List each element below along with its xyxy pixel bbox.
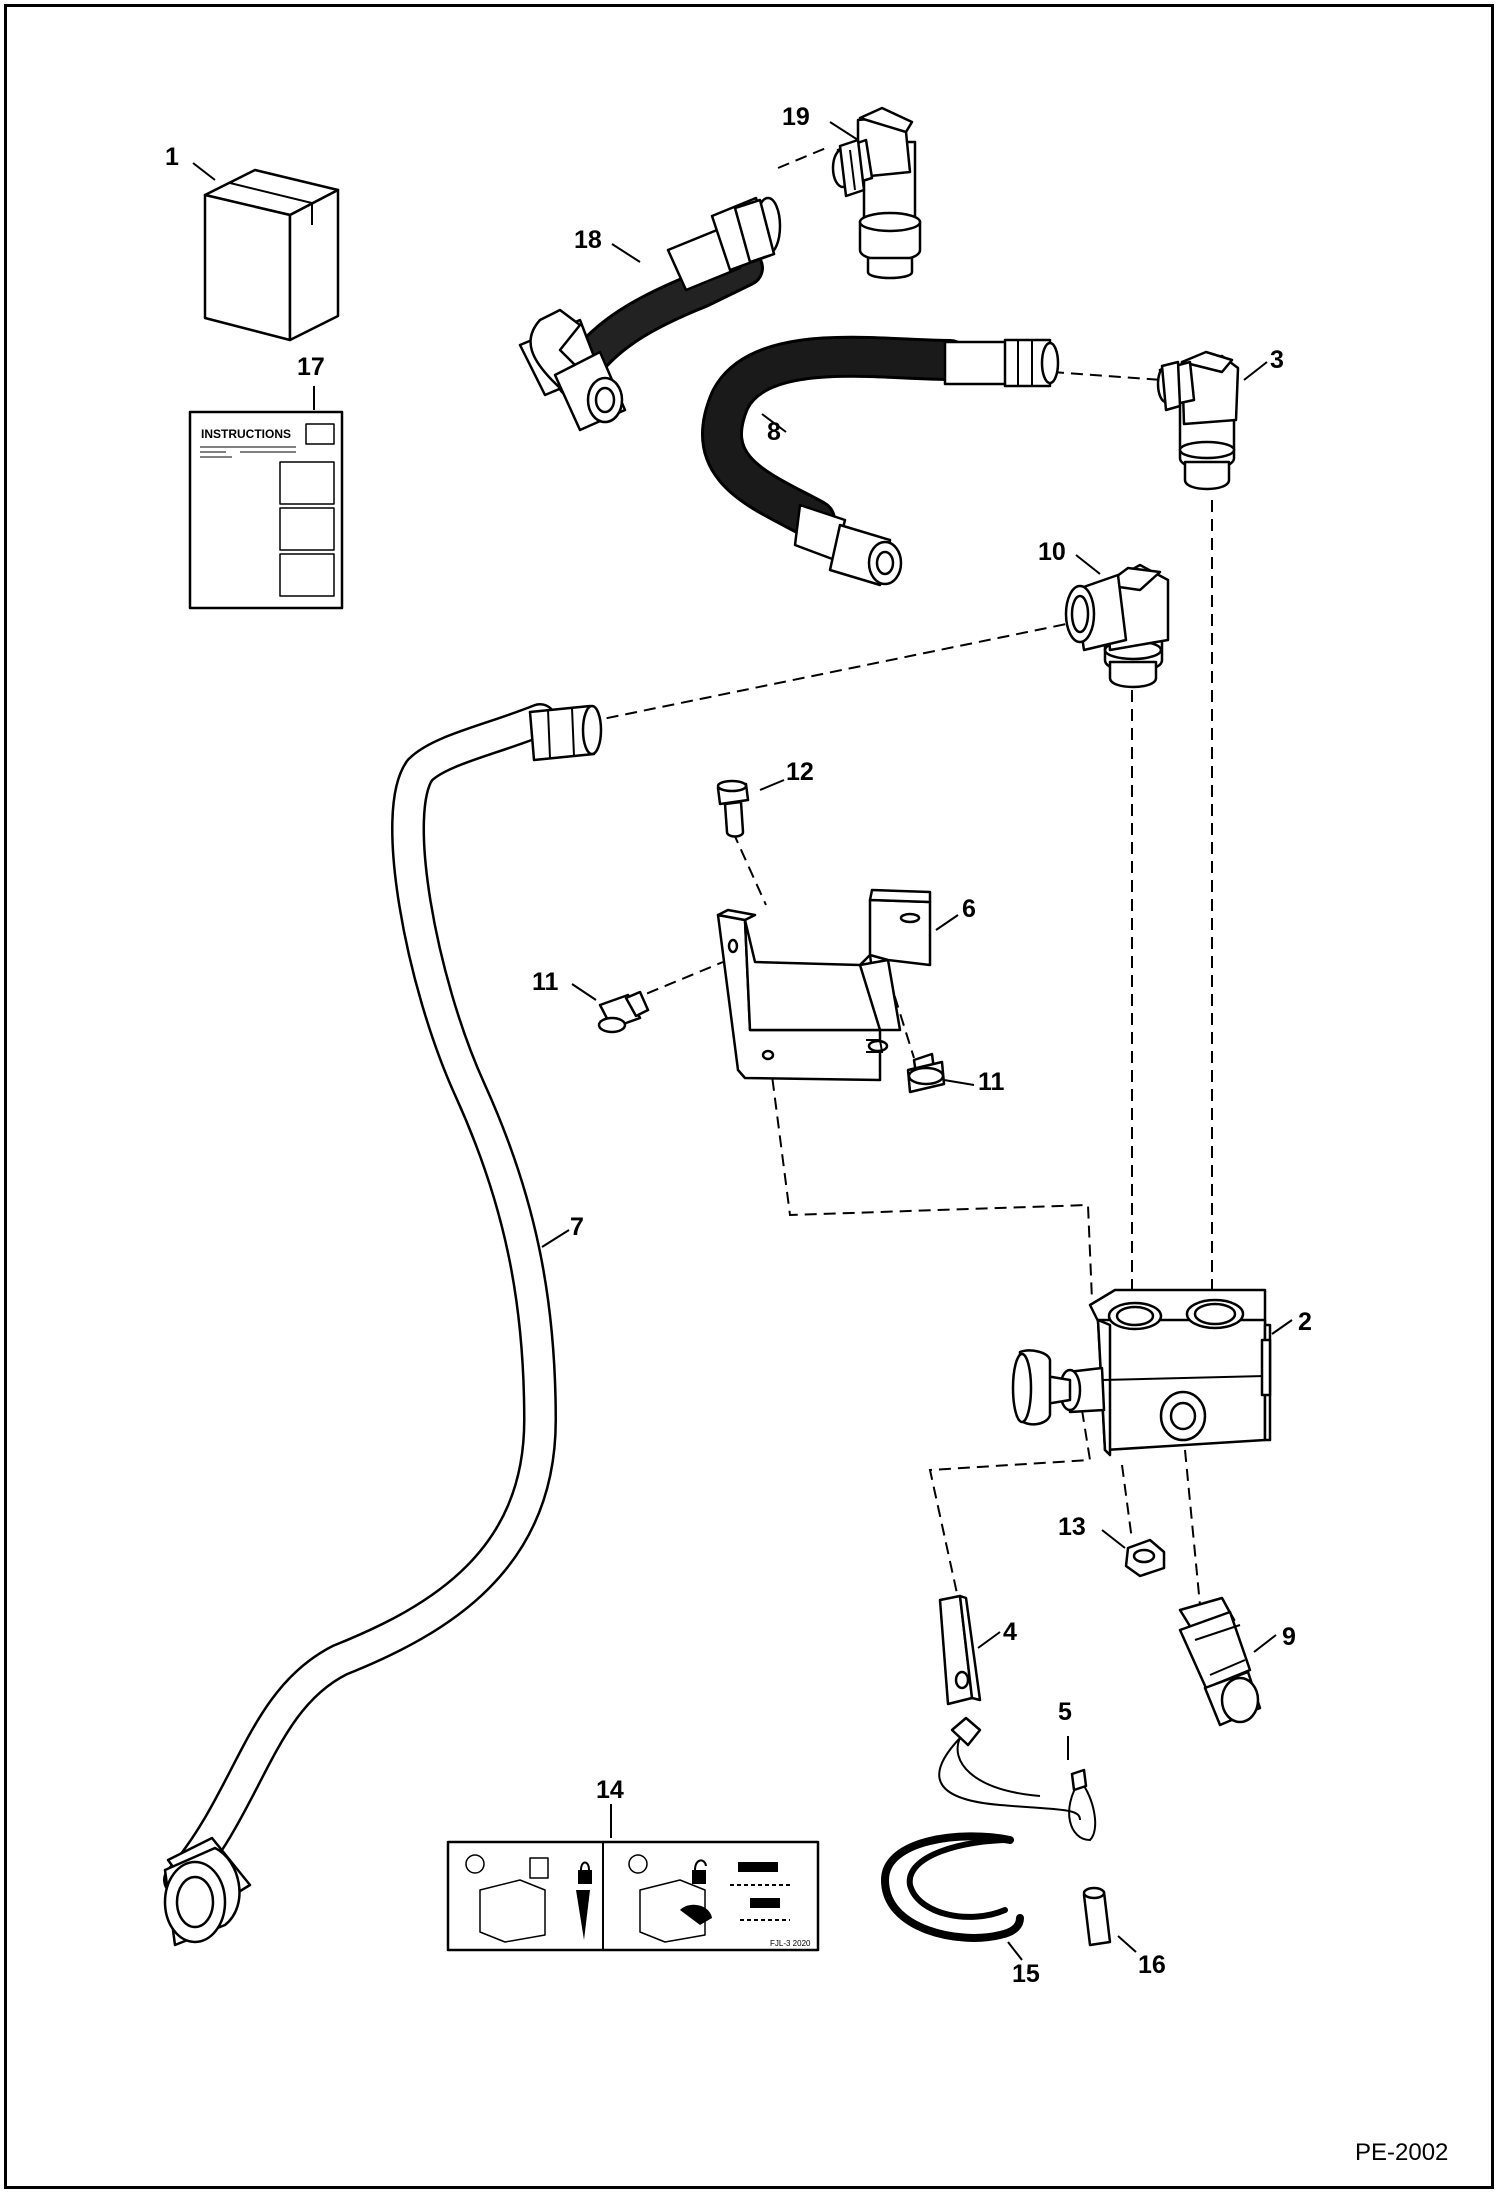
part-11-screw-right xyxy=(906,1052,946,1094)
callout-11-right: 11 xyxy=(978,1068,1005,1096)
part-16-sleeve xyxy=(1082,1886,1112,1947)
instructions-heading: INSTRUCTIONS xyxy=(201,427,291,441)
part-18-hose-elbow xyxy=(518,196,782,432)
figure-code: PE-2002 xyxy=(1355,2139,1448,2166)
decal-part-code: FJL-3 2020 xyxy=(770,1939,811,1948)
callout-10: 10 xyxy=(1038,538,1066,566)
part-10-elbow-fitting xyxy=(1064,563,1170,689)
callout-13: 13 xyxy=(1058,1513,1086,1541)
callout-12: 12 xyxy=(786,758,814,786)
part-17-instructions-sheet: INSTRUCTIONS xyxy=(188,410,344,610)
part-1-box xyxy=(203,168,340,342)
part-9-fitting xyxy=(1178,1596,1262,1727)
callout-8: 8 xyxy=(767,418,781,446)
part-11-screw-left xyxy=(597,990,650,1034)
part-13-nut xyxy=(1124,1538,1166,1578)
part-8-hose xyxy=(701,335,1060,587)
part-6-bracket xyxy=(716,888,932,1082)
page-frame xyxy=(4,4,1494,2189)
callout-3: 3 xyxy=(1270,346,1284,374)
callout-7: 7 xyxy=(570,1213,584,1241)
part-7-long-tube xyxy=(163,703,603,1947)
callout-1: 1 xyxy=(165,143,179,171)
leader-lines xyxy=(192,121,1293,1961)
callout-17: 17 xyxy=(297,353,325,381)
callout-14: 14 xyxy=(596,1776,624,1804)
part-4-tag xyxy=(938,1594,982,1706)
callout-2: 2 xyxy=(1298,1308,1312,1336)
callout-19: 19 xyxy=(782,103,810,131)
callout-6: 6 xyxy=(962,895,976,923)
callout-15: 15 xyxy=(1012,1960,1040,1988)
callout-9: 9 xyxy=(1282,1623,1296,1651)
part-19-elbow-fitting xyxy=(831,106,922,280)
callout-11-left: 11 xyxy=(532,968,559,996)
connection-lines xyxy=(587,147,1213,1606)
part-14-decal: FJL-3 2020 xyxy=(446,1840,820,1952)
part-12-bolt xyxy=(716,779,750,838)
callout-16: 16 xyxy=(1138,1951,1166,1979)
callout-4: 4 xyxy=(1003,1618,1017,1646)
callout-5: 5 xyxy=(1058,1698,1072,1726)
part-2-valve-block xyxy=(1011,1288,1272,1457)
part-5-lanyard xyxy=(938,1716,1097,1842)
callout-18: 18 xyxy=(574,226,602,254)
part-15-coiled-cable xyxy=(880,1832,1024,1942)
part-3-elbow-fitting xyxy=(1156,350,1240,491)
callout-labels: 1 2 3 4 5 6 7 8 9 10 11 11 12 13 14 15 1… xyxy=(165,103,1312,1988)
